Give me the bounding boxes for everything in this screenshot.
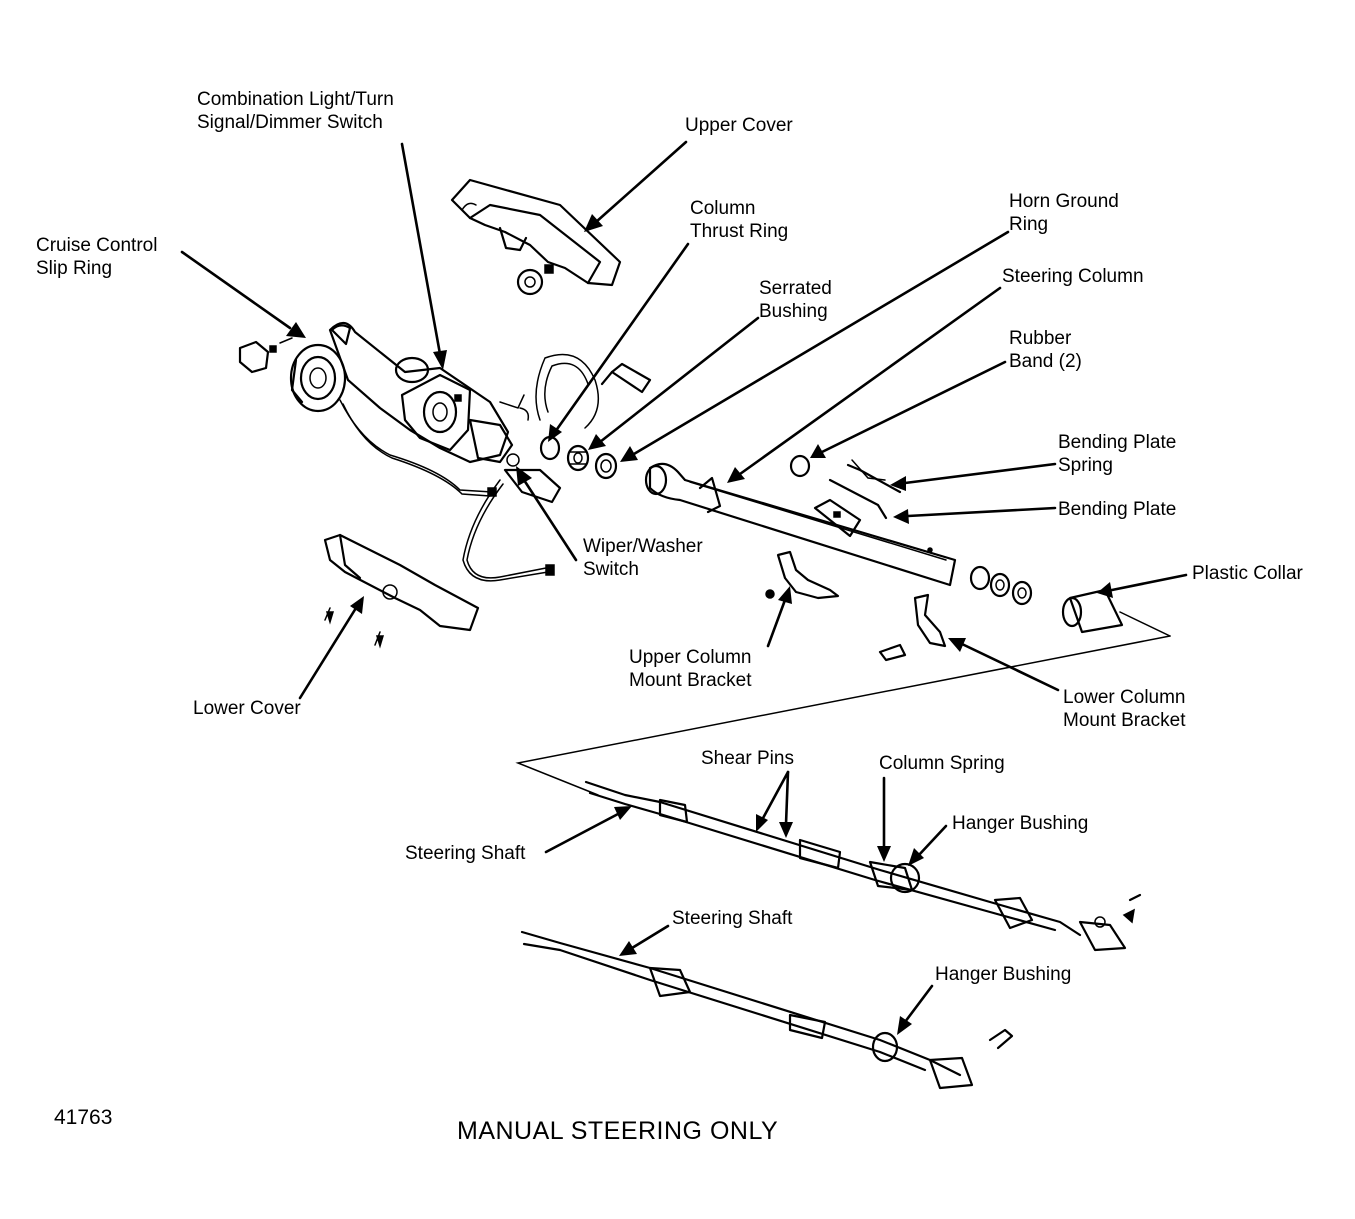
wiper-washer-switch-part	[503, 453, 562, 504]
label-line: Plastic Collar	[1192, 563, 1303, 584]
label-line: Bending Plate	[1058, 499, 1177, 520]
label-line: Band (2)	[1009, 351, 1082, 372]
label-upper-column-mount-bracket: Upper Column Mount Bracket	[629, 646, 752, 692]
label-line: Combination Light/Turn	[197, 89, 394, 110]
label-line: Hanger Bushing	[935, 964, 1072, 985]
label-line: Signal/Dimmer Switch	[197, 112, 383, 133]
label-upper-cover: Upper Cover	[685, 114, 793, 137]
label-line: Slip Ring	[36, 258, 113, 279]
label-horn-ground-ring: Horn Ground Ring	[1009, 190, 1119, 236]
label-lower-column-mount-bracket: Lower Column Mount Bracket	[1063, 686, 1186, 732]
label-rubber-band: Rubber Band (2)	[1009, 327, 1082, 373]
upper-column-mount-bracket-part	[765, 550, 840, 600]
leader-arrows	[180, 140, 1188, 1035]
label-line: Column Spring	[879, 753, 1005, 774]
label-line: Lower Cover	[193, 698, 301, 719]
label-bending-plate-spring: Bending Plate Spring	[1058, 431, 1176, 477]
label-line: Mount Bracket	[1063, 710, 1186, 731]
label-cruise-control-slip-ring: Cruise Control Slip Ring	[36, 234, 157, 280]
label-combination-switch: Combination Light/Turn Signal/Dimmer Swi…	[197, 88, 394, 134]
combination-switch-part	[328, 321, 530, 464]
label-hanger-bushing-2: Hanger Bushing	[935, 963, 1071, 986]
steering-column-part	[644, 462, 957, 587]
label-line: Thrust Ring	[690, 221, 789, 242]
small-rings	[539, 435, 618, 480]
label-line: Ring	[1009, 214, 1049, 235]
label-steering-column: Steering Column	[1002, 265, 1144, 288]
lower-column-mount-bracket-part	[878, 593, 947, 662]
callout-lines	[515, 635, 1171, 796]
label-line: Serrated	[759, 278, 832, 299]
label-line: Bending Plate	[1058, 432, 1177, 453]
label-line: Mount Bracket	[629, 670, 752, 691]
lower-cover-part	[323, 533, 480, 649]
label-line: Rubber	[1009, 328, 1072, 349]
label-line: Lower Column	[1063, 687, 1186, 708]
figure-number: 41763	[54, 1106, 113, 1129]
label-hanger-bushing-1: Hanger Bushing	[952, 812, 1088, 835]
label-line: Hanger Bushing	[952, 813, 1089, 834]
label-line: Spring	[1058, 455, 1113, 476]
label-line: Steering Shaft	[405, 843, 526, 864]
label-line: Horn Ground	[1009, 191, 1119, 212]
label-line: Cruise Control	[36, 235, 158, 256]
cruise-control-slip-ring-part	[238, 337, 347, 413]
label-wiper-washer-switch: Wiper/Washer Switch	[583, 535, 703, 581]
label-steering-shaft-2: Steering Shaft	[672, 907, 792, 930]
wiring-harness	[339, 353, 652, 582]
column-washers	[969, 565, 1033, 606]
label-bending-plate: Bending Plate	[1058, 498, 1176, 521]
label-line: Wiper/Washer	[583, 536, 703, 557]
label-serrated-bushing: Serrated Bushing	[759, 277, 832, 323]
label-plastic-collar: Plastic Collar	[1192, 562, 1303, 585]
label-steering-shaft-1: Steering Shaft	[405, 842, 525, 865]
plastic-collar-part	[1061, 588, 1171, 637]
label-line: Shear Pins	[701, 748, 794, 769]
steering-shaft-2-part	[520, 930, 1014, 1090]
label-column-thrust-ring: Column Thrust Ring	[690, 197, 788, 243]
label-line: Upper Column	[629, 647, 752, 668]
steering-shaft-1-part	[584, 780, 1142, 952]
label-column-spring: Column Spring	[879, 752, 1005, 775]
bending-plate-parts	[789, 454, 902, 538]
label-line: Steering Shaft	[672, 908, 793, 929]
label-line: Steering Column	[1002, 266, 1144, 287]
label-line: Column	[690, 198, 756, 219]
label-lower-cover: Lower Cover	[193, 697, 301, 720]
label-line: Bushing	[759, 301, 828, 322]
upper-cover-part	[450, 178, 622, 296]
label-line: Switch	[583, 559, 639, 580]
label-shear-pins: Shear Pins	[701, 747, 794, 770]
figure-caption: MANUAL STEERING ONLY	[457, 1117, 779, 1145]
label-line: Upper Cover	[685, 115, 793, 136]
